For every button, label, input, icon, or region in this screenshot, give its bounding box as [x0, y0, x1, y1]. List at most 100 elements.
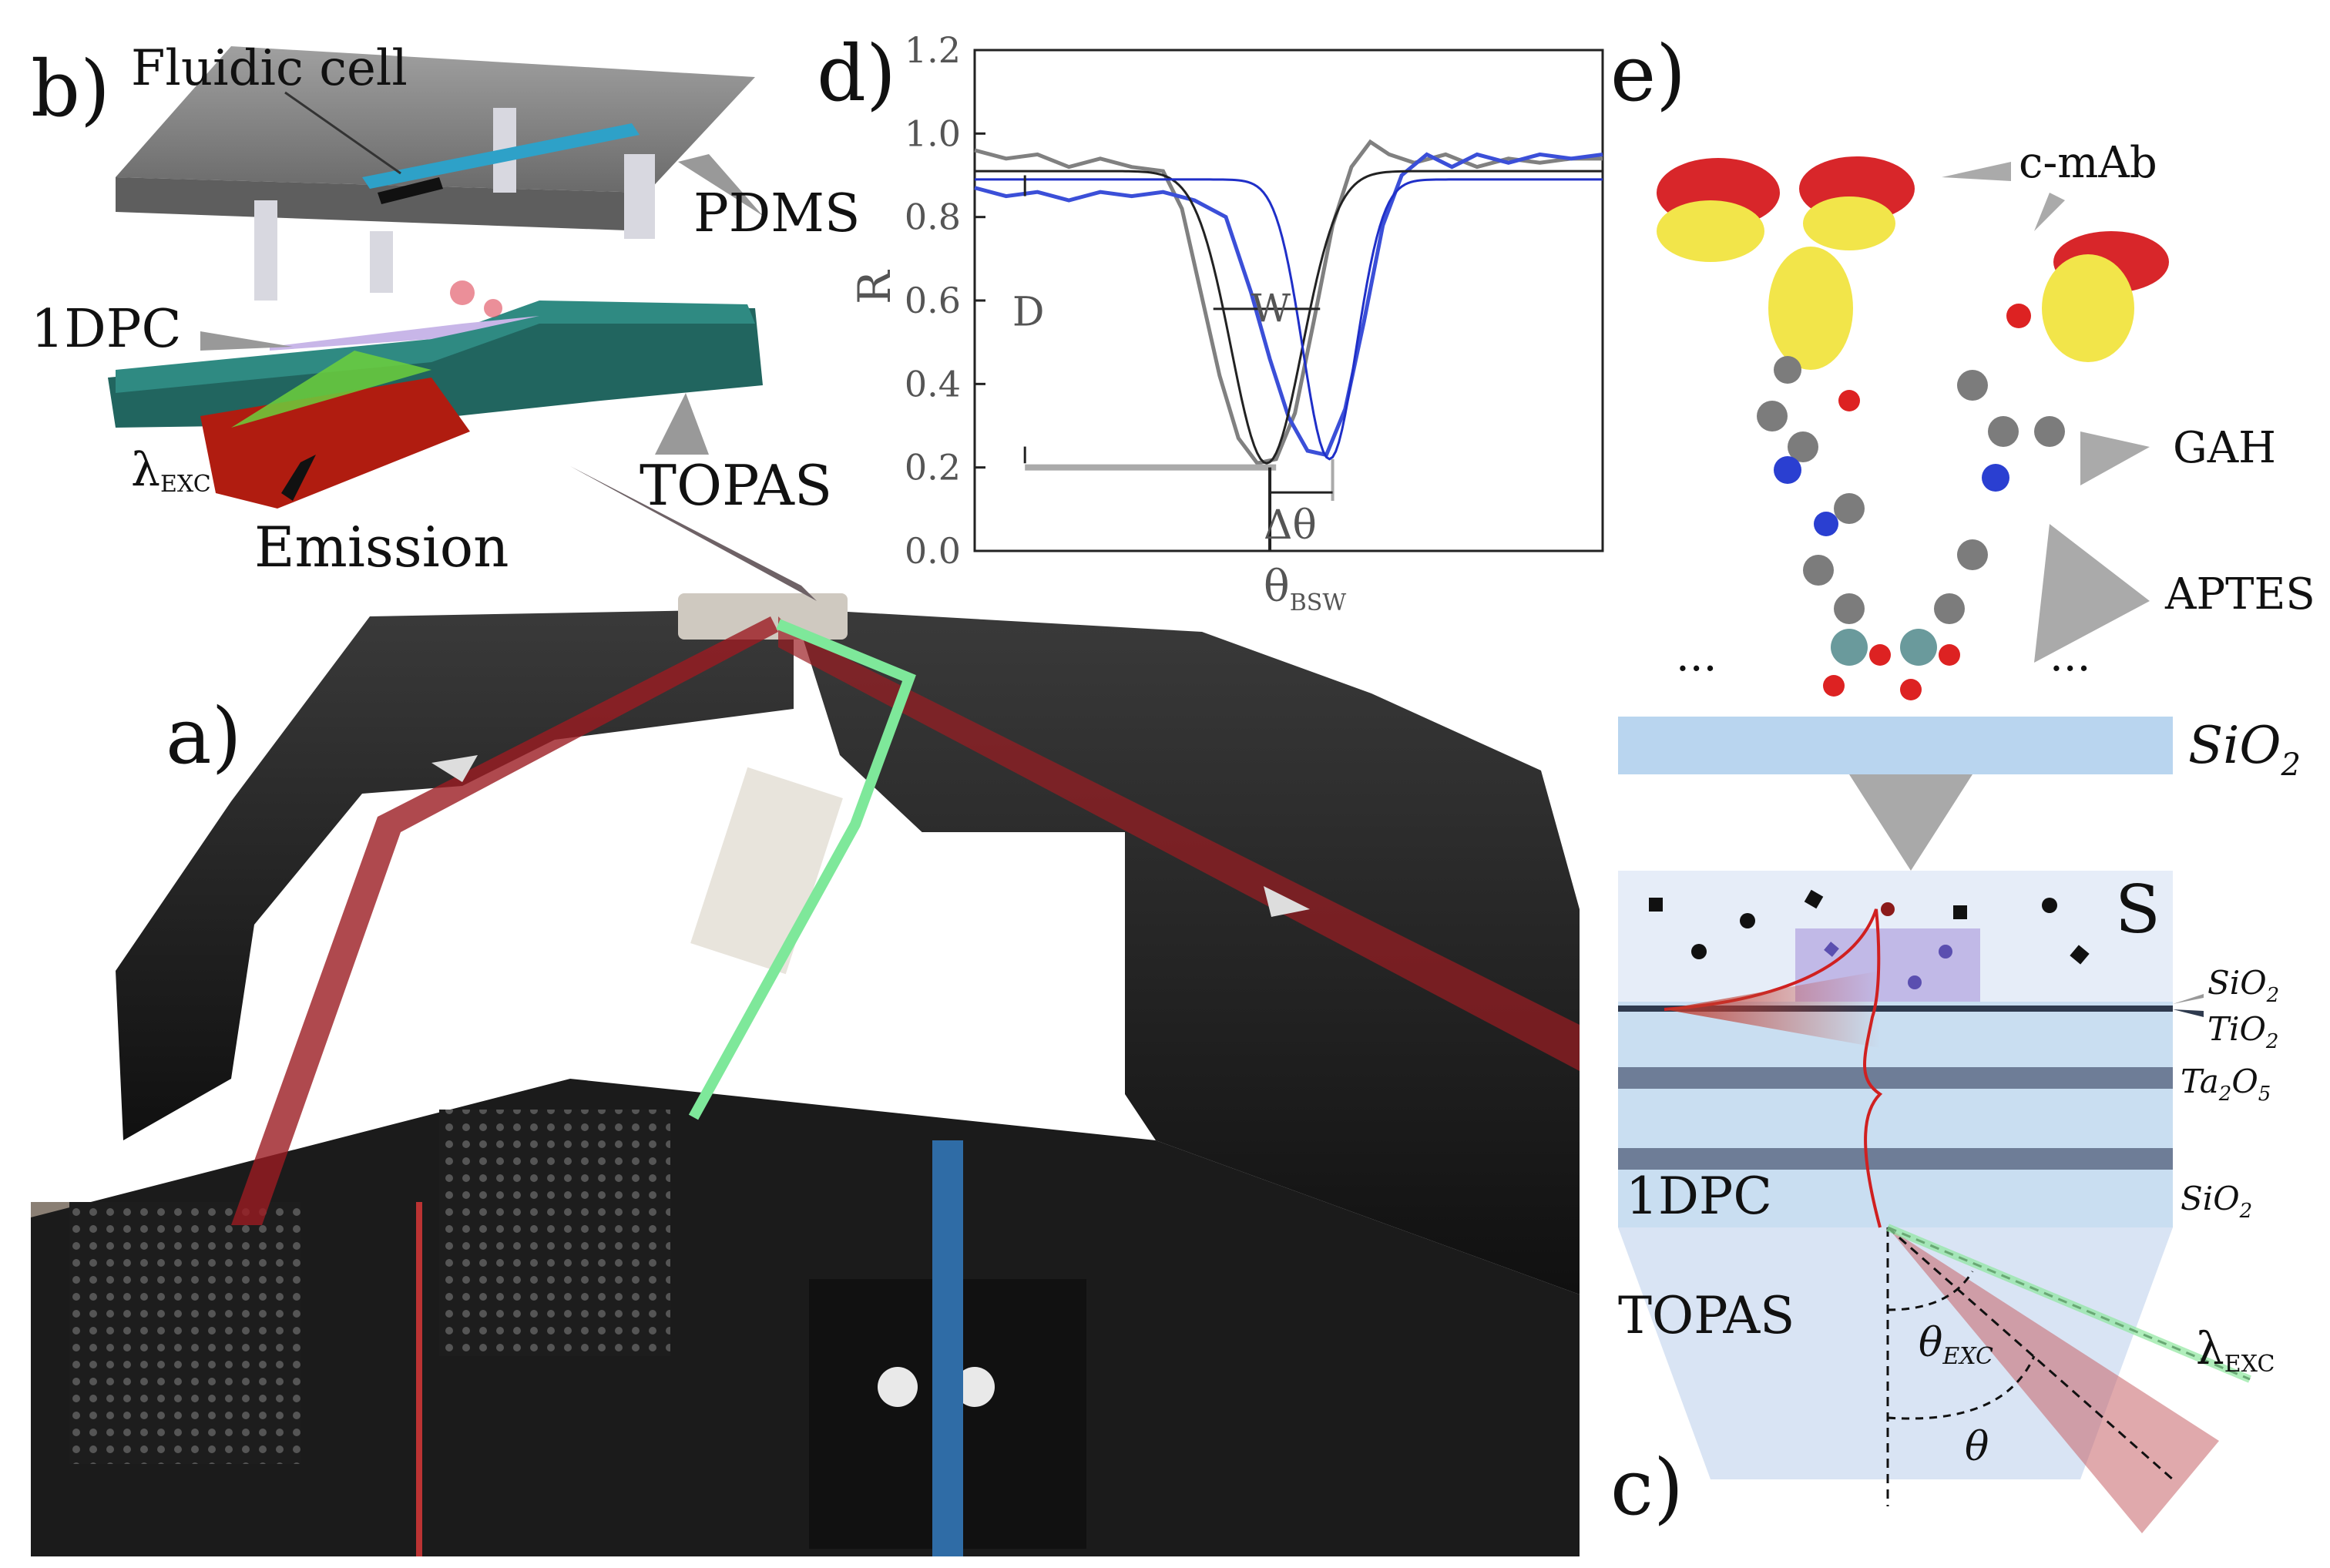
cable-bundle [932, 1140, 963, 1556]
controller-button-2 [955, 1367, 995, 1407]
label-theta: θ [1965, 1424, 1989, 1470]
particle-dot [2042, 898, 2057, 913]
y-tick-label: 0.8 [905, 196, 961, 238]
particle-square [1649, 898, 1663, 912]
chart-series [974, 139, 1603, 466]
theta-exc-arc [1887, 1271, 1974, 1311]
linker-right [1900, 304, 2065, 700]
atom [1957, 539, 1988, 570]
particle-dot [1881, 902, 1895, 916]
channel-blue [362, 123, 640, 189]
atom-o [1900, 679, 1922, 700]
annotation-delta-theta: Δθ [1264, 502, 1317, 549]
atom [2034, 416, 2065, 447]
label-emission: Emission [254, 515, 509, 579]
molecule-blur-2 [484, 299, 502, 317]
cable-red [416, 1202, 422, 1556]
layer-tio2 [1618, 1006, 2173, 1012]
label-dots-right: ... [2050, 631, 2090, 681]
excitation-cone [1888, 1227, 2219, 1533]
particle-square [2070, 945, 2090, 965]
green-triangle [231, 351, 431, 428]
field-profile-fill [1664, 971, 1880, 1048]
aptes-callout [2034, 524, 2150, 663]
laser-beam-incoming [231, 616, 778, 1225]
layer-stack-body [1618, 1012, 2173, 1227]
topas-prism-block [108, 308, 763, 428]
chart-d: R 0.00.20.40.60.81.01.2 D W Δθ θBSW [848, 29, 1604, 616]
y-tick-label: 0.0 [905, 530, 961, 572]
label-sio2-c-bottom: SiO2 [2181, 1180, 2252, 1223]
atom [1774, 356, 1801, 384]
laser-beam-outgoing [778, 616, 1580, 1071]
beam-arrow-2 [1264, 886, 1310, 917]
atom-si [1900, 629, 1937, 666]
particle-dot [1939, 945, 1952, 959]
onedpc-film [270, 316, 539, 351]
label-dots-left: ... [1676, 631, 1717, 681]
camera-white [690, 767, 843, 975]
series-line-gray [974, 139, 1603, 466]
beam-arrow-1 [431, 755, 478, 782]
atom [1834, 593, 1865, 624]
atom [1757, 401, 1788, 431]
sio2-marker [2173, 994, 2204, 1004]
y-tick-label: 0.4 [905, 363, 961, 405]
label-1dpc-b: 1DPC [31, 299, 182, 360]
panel-b-label: b) [31, 44, 110, 134]
atom [1834, 493, 1865, 524]
emission-arrow [281, 455, 316, 501]
panel-e-label: e) [1610, 29, 1686, 119]
onedpc-callout [200, 331, 293, 351]
label-topas-c: TOPAS [1618, 1286, 1795, 1345]
laser-beam-green [688, 619, 916, 1120]
c-mab-callout-2 [2034, 193, 2065, 231]
annotation-w: W [1251, 286, 1291, 331]
atom [1934, 593, 1965, 624]
label-s: S [2115, 871, 2160, 949]
atom-n [1982, 464, 2009, 492]
green-exc-beam [1886, 1224, 2251, 1383]
chart-ylabel: R [848, 269, 901, 304]
detector-block-mid [439, 1110, 670, 1356]
particle-dot [1740, 913, 1755, 928]
chart-yticks: 0.00.20.40.60.81.01.2 [905, 29, 985, 572]
label-ta2o5: Ta2O5 [2181, 1063, 2271, 1106]
label-lambda-exc-b: λEXC [131, 443, 211, 498]
y-tick-label: 1.2 [905, 29, 961, 71]
atom-si [1831, 629, 1868, 666]
panel-c-label: c) [1610, 1442, 1684, 1533]
goniometer-arm-right [794, 609, 1580, 1294]
layer-sio2-top [1618, 1002, 2173, 1008]
gah-callout [2080, 431, 2150, 485]
particle-square [1824, 942, 1839, 957]
label-aptes: APTES [2164, 569, 2315, 619]
label-theta-exc: θEXC [1919, 1320, 1993, 1370]
pdms-callout [678, 154, 763, 216]
goniometer-arm-left [116, 609, 794, 1140]
atom [1788, 431, 1818, 462]
particle-square [1953, 905, 1967, 919]
zoom-connector [1849, 774, 1972, 871]
callout-b-to-sample [570, 466, 817, 601]
antibody-left-yellow-b [1803, 196, 1895, 250]
antibody-left-stem [1768, 247, 1853, 370]
pdms-pillar-4 [624, 154, 655, 239]
pdms-top-slab [116, 46, 755, 193]
label-fluidic-cell: Fluidic cell [131, 40, 408, 97]
label-topas-b: TOPAS [640, 453, 832, 518]
chart-xlabel: θBSW [1264, 562, 1346, 616]
atom-o [1939, 644, 1960, 666]
bsw-angle-line [1887, 1226, 2174, 1481]
panel-b-render [108, 46, 763, 509]
series-line-fit_black [975, 170, 1603, 465]
annotation-d: D [1012, 290, 1045, 336]
panel-d-label: d) [817, 29, 896, 119]
panel-e-molecules [1657, 156, 2169, 700]
label-pdms: PDMS [693, 183, 860, 244]
fluidic-cell-leader [284, 91, 401, 175]
label-1dpc-c: 1DPC [1626, 1167, 1772, 1226]
label-c-mab: c-mAb [2019, 138, 2157, 188]
antibody-left [1657, 156, 1915, 370]
